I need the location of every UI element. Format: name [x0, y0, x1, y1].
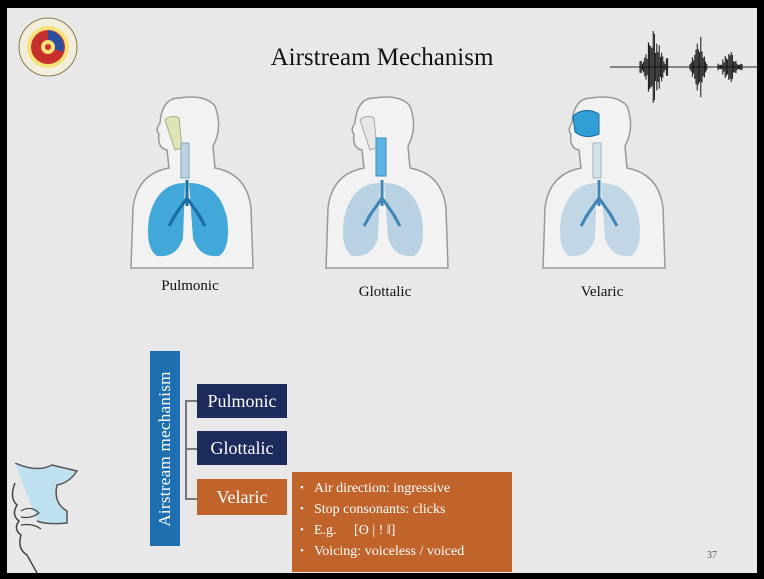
- glottalic-label: Glottalic: [325, 284, 445, 301]
- page-number: 37: [707, 550, 717, 561]
- detail-voicing: Voicing: voiceless / voiced: [314, 541, 512, 562]
- velaric-label: Velaric: [542, 284, 662, 301]
- velaric-figure: [539, 88, 669, 278]
- vocal-tract-sketch: [7, 463, 82, 573]
- pulmonic-figure: [127, 88, 257, 278]
- root-label: Airstream mechanism: [155, 371, 175, 526]
- glottalic-figure: [322, 88, 452, 278]
- velaric-details-box: Air direction: ingressive Stop consonant…: [292, 472, 512, 572]
- bracket-connector-pulmonic: [185, 400, 197, 402]
- detail-stop-consonants: Stop consonants: clicks: [314, 499, 512, 520]
- detail-example: E.g. [ʘ | ! ǁ]: [314, 520, 512, 541]
- glottalic-box: Glottalic: [197, 431, 287, 465]
- bracket-vertical: [185, 400, 187, 500]
- pulmonic-label: Pulmonic: [130, 278, 250, 295]
- bracket-connector-glottalic: [185, 448, 197, 450]
- airstream-mechanism-root: Airstream mechanism: [150, 351, 180, 546]
- bracket-connector-velaric: [185, 498, 197, 500]
- pulmonic-box: Pulmonic: [197, 384, 287, 418]
- velaric-box: Velaric: [197, 479, 287, 515]
- detail-air-direction: Air direction: ingressive: [314, 478, 512, 499]
- slide: Airstream Mechanism Pulmonic Glottalic V…: [7, 8, 757, 573]
